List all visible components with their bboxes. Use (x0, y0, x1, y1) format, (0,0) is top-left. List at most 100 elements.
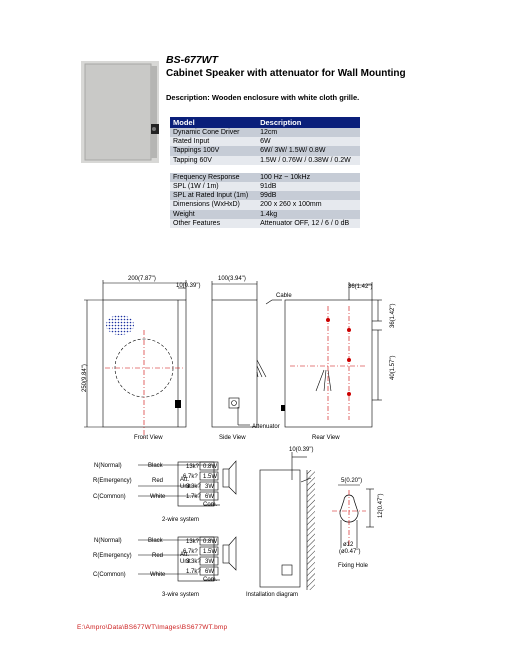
attenuator-label: Attenuator (252, 424, 280, 430)
dim-phi047-label: (ø0.47") (339, 549, 360, 555)
tap-watt: 3W (205, 484, 214, 490)
wire-r-emergency: R(Emergency) (93, 553, 132, 559)
tap-watt: 6W (205, 494, 214, 500)
spec-key: Other Features (173, 219, 221, 227)
spec-row: Frequency Response 100 Hz ~ 10kHz (170, 172, 360, 182)
front-view-label: Front View (134, 435, 163, 441)
spec-key: Weight (173, 210, 195, 218)
rear-mount-holes (326, 318, 351, 396)
dim-phi12-label: ø12 (343, 542, 354, 548)
wire-n-normal: N(Normal) (94, 538, 122, 544)
spec-row: Tappings 100V 6W/ 3W/ 1.5W/ 0.8W (170, 146, 360, 156)
spec-row: Dimensions (WxHxD) 200 x 260 x 100mm (170, 200, 360, 210)
wire-r-emergency: R(Emergency) (93, 478, 132, 484)
spec-value: 1.4kg (260, 210, 278, 218)
dim-12-label: 12(0.47") (378, 494, 384, 518)
spec-row: Tapping 60V 1.5W / 0.76W / 0.38W / 0.2W (170, 155, 360, 165)
fixing-hole-shape (339, 494, 359, 523)
spec-value: 91dB (260, 182, 277, 190)
att-label: Att. (180, 552, 189, 558)
side-view-label: Side View (219, 435, 246, 441)
spec-key: Tappings 100V (173, 147, 220, 155)
spec-value: 99dB (260, 192, 277, 200)
wire-black: Black (148, 463, 164, 469)
tap-watt: 3W (205, 559, 214, 565)
dim-40-label: 40(1.57") (390, 356, 396, 380)
spec-value: 6W/ 3W/ 1.5W/ 0.8W (260, 147, 326, 155)
wall-hatch (307, 470, 315, 590)
spec-header-model: Model (173, 118, 195, 127)
installation-diagram-label: Installation diagram (246, 592, 298, 598)
spec-key: Tapping 60V (173, 156, 212, 164)
tap-watt: 1.5W (203, 549, 217, 555)
spec-row: Dynamic Cone Driver 12cm (170, 128, 360, 138)
com-label: Com. (203, 502, 218, 508)
grille-dots (106, 315, 134, 335)
tap-resistance: 3.3k? (186, 559, 201, 565)
wire-black: Black (148, 538, 164, 544)
install-dim-10-label: 10(0.39") (289, 447, 313, 453)
footer-file-link[interactable]: E:\Ampro\Data\BS677WT\Images\BS677WT.bmp (77, 624, 228, 631)
model-title: BS-677WT (166, 54, 218, 66)
dim-5-label: 5(0.20") (341, 478, 362, 484)
spec-key: SPL at Rated Input (1m) (173, 192, 249, 200)
wire-c-common: C(Common) (93, 494, 126, 500)
tap-watt: 0.8W (203, 464, 217, 470)
tap-resistance: 1.7k? (186, 494, 201, 500)
dim-36w-label: 36(1.42") (348, 284, 372, 290)
tap-resistance: 13k? (186, 464, 200, 470)
tap-resistance: 3.3k? (186, 484, 201, 490)
spec-value: Attenuator OFF, 12 / 6 / 0 dB (260, 219, 350, 227)
system-3wire-label: 3-wire system (162, 592, 199, 598)
fixing-hole-label: Fixing Hole (338, 563, 369, 569)
tap-watt: 6W (205, 569, 214, 575)
att-label: Att. (180, 477, 189, 483)
tap-watt: 0.8W (203, 539, 217, 545)
system-2wire-label: 2-wire system (162, 517, 199, 523)
product-description: Description: Wooden enclosure with white… (166, 93, 360, 102)
spec-row: Weight 1.4kg (170, 209, 360, 219)
tap-watt: 1.5W (203, 474, 217, 480)
cable-label: Cable (276, 293, 292, 299)
com-label: Com. (203, 577, 218, 583)
spec-header-description: Description (260, 118, 302, 127)
spec-value: 100 Hz ~ 10kHz (260, 173, 311, 181)
spec-key: Dimensions (WxHxD) (173, 201, 240, 209)
spec-value: 6W (260, 138, 271, 146)
spec-table-header: Model Description (170, 117, 360, 128)
spec-value: 1.5W / 0.76W / 0.38W / 0.2W (260, 156, 351, 164)
product-subtitle: Cabinet Speaker with attenuator for Wall… (166, 68, 406, 79)
dim-depth-label: 100(3.94") (218, 276, 246, 282)
spec-row: Other Features Attenuator OFF, 12 / 6 / … (170, 218, 360, 228)
attenuator-knob (175, 400, 181, 408)
product-photo (81, 61, 159, 163)
dim-height-label: 250(9.84") (82, 364, 88, 392)
wire-red: Red (152, 478, 163, 484)
spec-key: Dynamic Cone Driver (173, 129, 240, 136)
wire-white: White (150, 572, 166, 578)
tap-resistance: 1.7k? (186, 569, 201, 575)
spec-key: Rated Input (173, 138, 210, 146)
dim-36h-label: 36(1.42") (390, 304, 396, 328)
wire-red: Red (152, 553, 163, 559)
rear-view-label: Rear View (312, 435, 340, 441)
unit-label: Unit (180, 484, 191, 490)
tap-resistance: 6.7k? (183, 549, 198, 555)
unit-label: Unit (180, 559, 191, 565)
spec-table: Model Description Dynamic Cone Driver 12… (170, 117, 360, 228)
spec-value: 200 x 260 x 100mm (260, 201, 322, 209)
spec-value: 12cm (260, 129, 278, 136)
dim-10-label: 10(0.39") (176, 283, 200, 289)
spec-row: Rated Input 6W (170, 137, 360, 147)
tap-resistance: 13k? (186, 539, 200, 545)
spec-row: SPL (1W / 1m) 91dB (170, 181, 360, 192)
wire-n-normal: N(Normal) (94, 463, 122, 469)
spec-row: SPL at Rated Input (1m) 99dB (170, 191, 360, 201)
tap-resistance: 6.7k? (183, 474, 198, 480)
rear-knob (281, 405, 285, 411)
spec-key: Frequency Response (173, 173, 240, 181)
dim-width-label: 200(7.87") (128, 276, 156, 282)
wire-white: White (150, 494, 166, 500)
wire-c-common: C(Common) (93, 572, 126, 578)
